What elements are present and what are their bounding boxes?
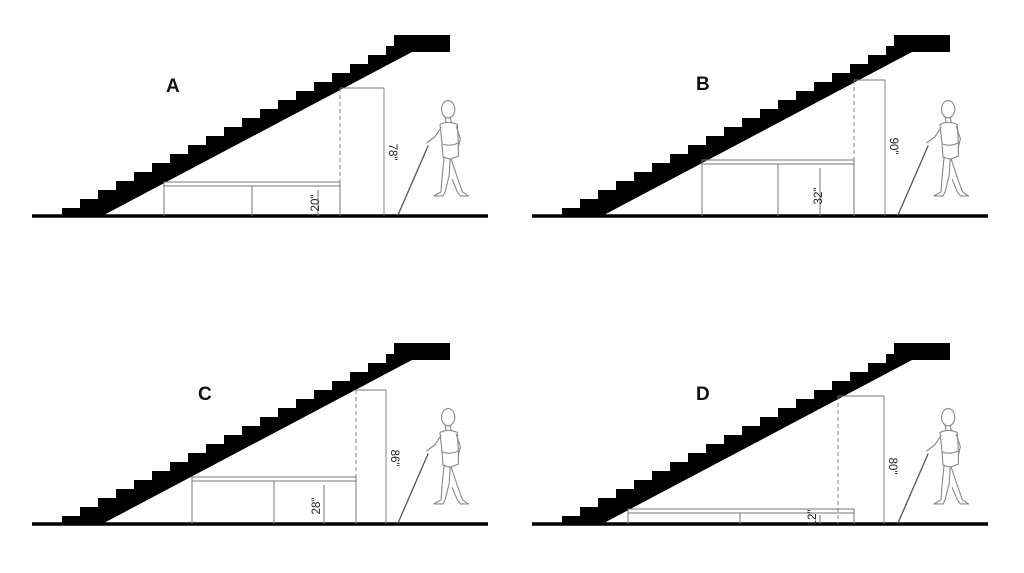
staircase-icon [562, 343, 950, 524]
panel-c: C 86" 28" [32, 343, 488, 526]
white-cane [897, 145, 929, 216]
white-cane [897, 453, 929, 524]
panel-d: D 80" 12" [532, 343, 988, 526]
storage-height-value: 28" [311, 498, 323, 515]
person-with-cane-icon [426, 407, 470, 505]
person-with-cane-icon [426, 99, 470, 197]
storage-height-value: 12" [807, 510, 819, 527]
clear-height-dimension [340, 87, 385, 216]
staircase-icon [62, 343, 450, 524]
staircase-icon [562, 35, 950, 216]
panel-label: C [198, 384, 212, 405]
clear-height-dimension [854, 79, 886, 216]
clear-height-value: 86" [388, 450, 400, 467]
clear-height-value: 90" [887, 138, 899, 155]
panel-b: B 90" 32" [532, 35, 988, 218]
panel-a: A 78" 20" [32, 35, 488, 218]
under-stair-storage [191, 476, 357, 524]
panel-label: D [696, 384, 710, 405]
panel-label: A [166, 76, 180, 97]
white-cane [397, 453, 429, 524]
clear-height-value: 80" [886, 458, 898, 475]
storage-height-value: 32" [813, 188, 825, 205]
person-with-cane-icon [926, 99, 970, 197]
under-stair-storage [627, 508, 855, 524]
under-stair-storage [701, 159, 855, 216]
person-with-cane-icon [926, 407, 970, 505]
panel-label: B [696, 74, 710, 95]
clear-height-dimension [838, 395, 885, 524]
clear-height-value: 78" [386, 144, 398, 161]
clear-height-dimension [356, 389, 387, 524]
storage-height-value: 20" [310, 195, 322, 212]
staircase-icon [62, 35, 450, 216]
under-stair-storage [163, 181, 341, 216]
white-cane [397, 145, 429, 216]
